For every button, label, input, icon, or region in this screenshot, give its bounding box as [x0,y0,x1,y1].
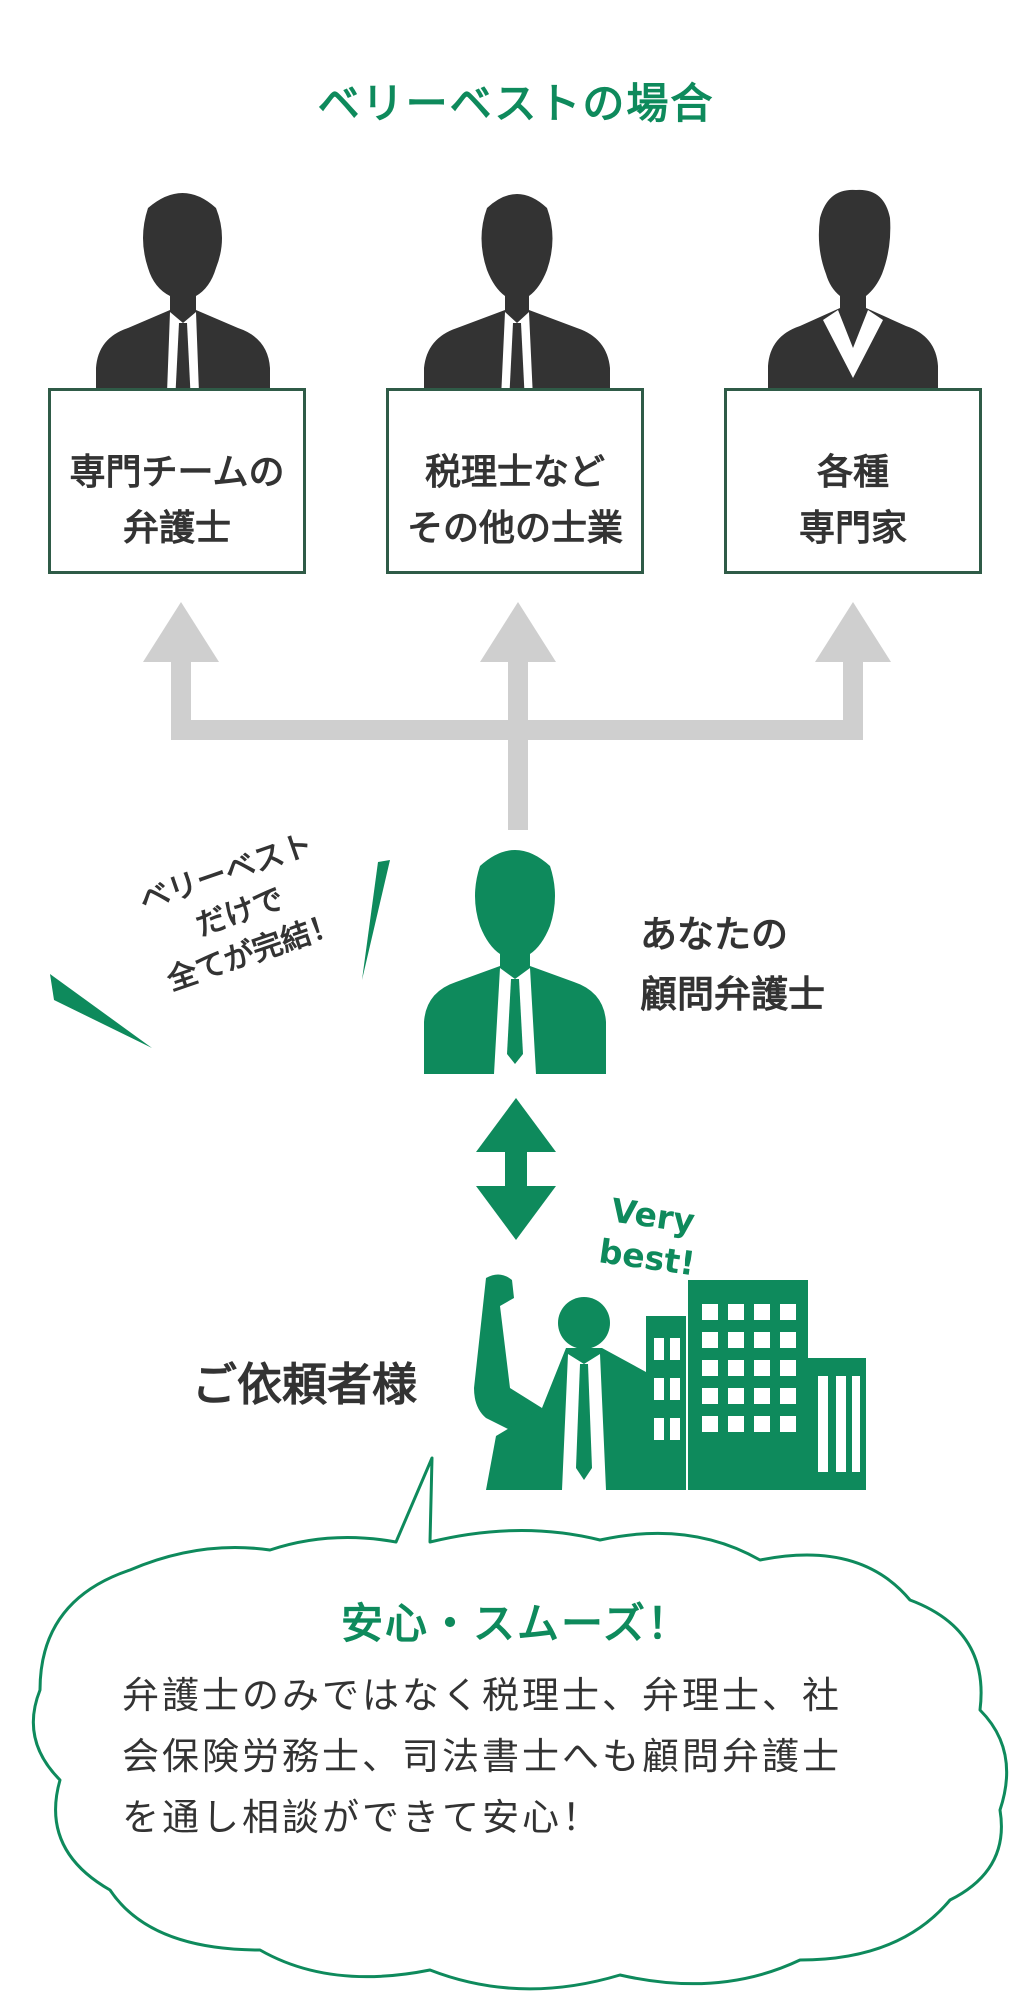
lawyer-label-line2: 顧問弁護士 [640,973,825,1016]
double-arrow-icon [476,1098,556,1240]
expert-label-line2: 弁護士 [122,508,231,549]
bubble-line2: 会保険労務士、司法書士へも顧問弁護士 [122,1735,842,1778]
lawyer-label: あなたの 顧問弁護士 [640,905,825,1025]
burst-lines [50,860,390,1048]
bubble-line3: を通し相談ができて安心！ [122,1796,602,1839]
businessman-silhouette-icon [424,194,610,420]
client-label: ご依頼者様 [192,1358,418,1411]
expert-box-tax-accountants: 税理士などその他の士業 [386,388,644,574]
expert-label-line2: 専門家 [798,508,907,549]
speech-bubble [31,1456,1009,1991]
bubble-body: 弁護士のみではなく税理士、弁理士、社 会保険労務士、司法書士へも顧問弁護士 を通… [122,1665,922,1848]
bubble-title: 安心・スムーズ！ [341,1599,691,1648]
expert-label-line1: 各種 [816,452,889,493]
businessman-silhouette-icon [96,193,270,420]
expert-label-line2: その他の士業 [406,508,623,549]
client-with-building-icon [474,1274,866,1490]
expert-box-specialists: 各種専門家 [724,388,982,574]
branch-arrows [143,602,891,830]
page-title: ベリーベストの場合 [317,79,715,128]
expert-box-lawyers: 専門チームの弁護士 [48,388,306,574]
businesswoman-silhouette-icon [768,189,938,420]
bubble-line1: 弁護士のみではなく税理士、弁理士、社 [122,1674,842,1717]
expert-label-line1: 専門チームの [69,452,285,493]
lawyer-label-line1: あなたの [640,913,788,956]
lawyer-silhouette-icon [424,850,606,1074]
expert-label-line1: 税理士など [424,452,605,493]
